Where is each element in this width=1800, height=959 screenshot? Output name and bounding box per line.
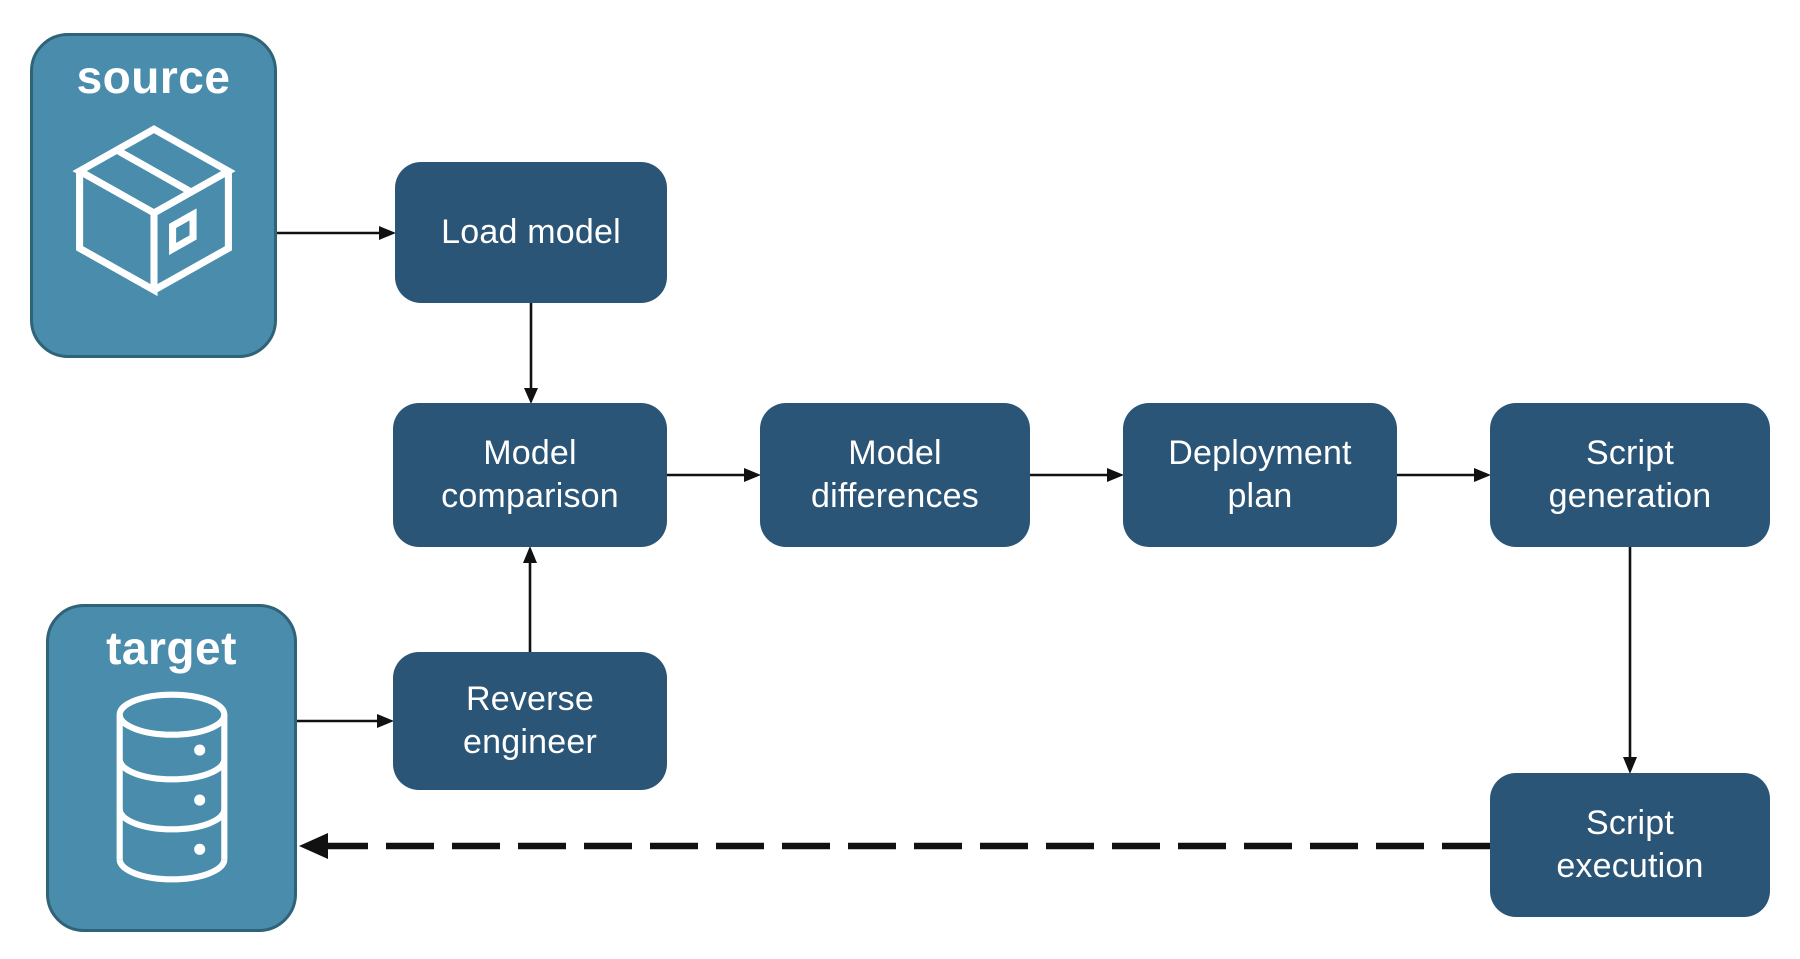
arrowhead: [1623, 757, 1637, 774]
node-model-comparison-label: Model comparison: [441, 434, 619, 515]
node-script-execution-label: Script execution: [1556, 804, 1704, 885]
node-model-comparison: Model comparison: [393, 403, 667, 547]
endpoint-source: source: [30, 33, 277, 358]
database-icon: [116, 691, 227, 883]
edge-target-to-reverse-engineer: [297, 714, 394, 728]
node-deployment-plan-label: Deployment plan: [1168, 434, 1352, 515]
edge-model-comparison-to-model-differences: [667, 468, 761, 482]
edge-deployment-plan-to-script-generation: [1397, 468, 1491, 482]
arrowhead: [377, 714, 394, 728]
node-deployment-plan: Deployment plan: [1123, 403, 1397, 547]
arrowhead: [1107, 468, 1124, 482]
node-script-execution: Script execution: [1490, 773, 1770, 917]
package-icon: [71, 125, 236, 297]
edge-reverse-engineer-to-model-comparison: [523, 546, 537, 652]
arrowhead: [1474, 468, 1491, 482]
endpoint-source-label: source: [76, 51, 231, 103]
edge-script-generation-to-script-execution: [1623, 547, 1637, 774]
arrowhead: [379, 226, 396, 240]
node-script-generation: Script generation: [1490, 403, 1770, 547]
node-script-generation-label: Script generation: [1548, 434, 1712, 515]
node-load-model: Load model: [395, 162, 667, 303]
arrowhead: [523, 546, 537, 563]
node-reverse-engineer: Reverse engineer: [393, 652, 667, 790]
endpoint-target: target: [46, 604, 297, 932]
edge-script-execution-to-target-dashed: [299, 833, 1490, 859]
arrowhead: [524, 388, 538, 404]
node-reverse-engineer-label: Reverse engineer: [463, 680, 597, 761]
edge-model-differences-to-deployment-plan: [1030, 468, 1124, 482]
endpoint-target-label: target: [106, 622, 237, 674]
arrowhead: [744, 468, 761, 482]
node-model-differences-label: Model differences: [811, 434, 979, 515]
node-load-model-label: Load model: [441, 213, 621, 252]
arrowhead: [299, 833, 328, 859]
edge-load-model-to-model-comparison: [524, 303, 538, 404]
edge-source-to-load-model: [277, 226, 396, 240]
node-model-differences: Model differences: [760, 403, 1030, 547]
